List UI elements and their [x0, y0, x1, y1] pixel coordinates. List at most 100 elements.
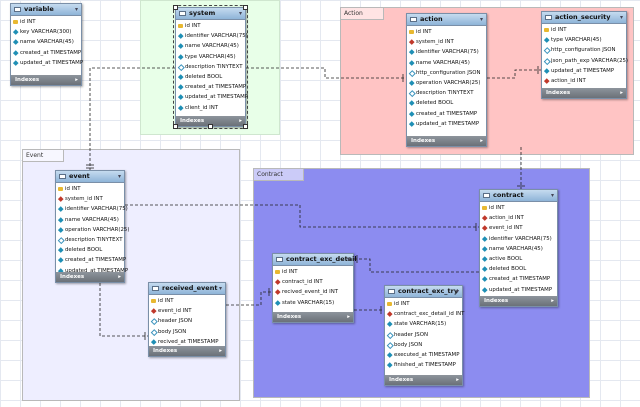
column-row[interactable]: id INT: [480, 203, 557, 213]
indexes-footer[interactable]: Indexes▸: [542, 88, 626, 98]
expand-arrow-icon[interactable]: ▸: [118, 274, 121, 280]
collapse-arrow-icon[interactable]: ▾: [117, 173, 121, 180]
expand-arrow-icon[interactable]: ▸: [239, 118, 242, 124]
column-row[interactable]: type VARCHAR(45): [542, 35, 626, 45]
table-header[interactable]: action_security▾: [542, 12, 626, 24]
resize-handle[interactable]: [173, 5, 178, 10]
table-header[interactable]: event▾: [56, 171, 124, 183]
column-row[interactable]: name VARCHAR(45): [176, 41, 245, 51]
column-row[interactable]: system_id INT: [407, 37, 486, 47]
column-row[interactable]: event_id INT: [480, 223, 557, 233]
expand-arrow-icon[interactable]: ▸: [620, 90, 623, 96]
column-row[interactable]: id INT: [56, 184, 124, 194]
collapse-arrow-icon[interactable]: ▾: [479, 16, 483, 23]
resize-handle[interactable]: [173, 124, 178, 129]
column-row[interactable]: contract_exc_detail_id INT: [385, 309, 464, 319]
indexes-footer[interactable]: Indexes▸: [273, 312, 353, 322]
column-row[interactable]: name VARCHAR(45): [11, 37, 81, 47]
column-row[interactable]: operation VARCHAR(25): [407, 78, 486, 88]
column-row[interactable]: recived_at TIMESTAMP: [149, 337, 225, 347]
column-row[interactable]: id INT: [385, 299, 462, 309]
column-row[interactable]: identifier VARCHAR(75): [176, 31, 248, 41]
column-row[interactable]: active BOOL: [480, 254, 557, 264]
indexes-footer[interactable]: Indexes▸: [385, 375, 462, 385]
column-row[interactable]: id INT: [542, 25, 626, 35]
expand-arrow-icon[interactable]: ▸: [456, 377, 459, 383]
column-row[interactable]: header JSON: [385, 330, 462, 340]
indexes-footer[interactable]: Indexes▸: [56, 272, 124, 282]
column-row[interactable]: identifier VARCHAR(75): [480, 234, 557, 244]
column-row[interactable]: name VARCHAR(45): [56, 215, 124, 225]
expand-arrow-icon[interactable]: ▸: [551, 298, 554, 304]
table-header[interactable]: received_event▾: [149, 283, 225, 295]
column-row[interactable]: name VARCHAR(45): [407, 58, 486, 68]
collapse-arrow-icon[interactable]: ▾: [619, 14, 623, 21]
column-row[interactable]: created_at TIMESTAMP: [56, 255, 126, 265]
table-header[interactable]: contract_exc_try▾: [385, 286, 462, 298]
column-row[interactable]: body JSON: [149, 327, 225, 337]
column-row[interactable]: updated_at TIMESTAMP: [11, 58, 83, 68]
table-contract[interactable]: contract▾ id INT action_id INT event_id …: [479, 189, 558, 307]
expand-arrow-icon[interactable]: ▸: [219, 348, 222, 354]
collapse-arrow-icon[interactable]: ▾: [238, 10, 242, 17]
column-row[interactable]: created_at TIMESTAMP: [480, 274, 557, 284]
column-row[interactable]: updated_at TIMESTAMP: [542, 66, 626, 76]
table-action[interactable]: action▾ id INT system_id INT identifier …: [406, 13, 487, 147]
table-contract-exc-detail[interactable]: contract_exc_detail▾ id INT contract_id …: [272, 253, 357, 323]
column-row[interactable]: operation VARCHAR(25): [56, 225, 129, 235]
column-row[interactable]: id INT: [149, 296, 225, 306]
column-row[interactable]: finished_at TIMESTAMP: [385, 360, 462, 370]
column-row[interactable]: updated_at TIMESTAMP: [56, 266, 128, 276]
column-row[interactable]: updated_at TIMESTAMP: [176, 92, 248, 102]
indexes-footer[interactable]: Indexes▸: [176, 116, 245, 126]
region-event[interactable]: Event: [22, 149, 240, 401]
expand-arrow-icon[interactable]: ▸: [75, 77, 78, 83]
column-row[interactable]: http_configuration JSON: [542, 45, 626, 55]
table-event[interactable]: event▾ id INT system_id INT identifier V…: [55, 170, 129, 283]
expand-arrow-icon[interactable]: ▸: [480, 138, 483, 144]
column-row[interactable]: updated_at TIMESTAMP: [480, 285, 557, 295]
column-row[interactable]: executed_at TIMESTAMP: [385, 350, 462, 360]
collapse-arrow-icon[interactable]: ▾: [455, 288, 459, 295]
collapse-arrow-icon[interactable]: ▾: [346, 256, 350, 263]
column-row[interactable]: description TINYTEXT: [407, 88, 486, 98]
collapse-arrow-icon[interactable]: ▾: [218, 285, 222, 292]
column-row[interactable]: header JSON: [149, 316, 225, 326]
indexes-footer[interactable]: Indexes▸: [480, 296, 557, 306]
resize-handle[interactable]: [243, 5, 248, 10]
column-row[interactable]: state VARCHAR(15): [385, 319, 462, 329]
column-row[interactable]: deleted BOOL: [56, 245, 124, 255]
collapse-arrow-icon[interactable]: ▾: [550, 192, 554, 199]
expand-arrow-icon[interactable]: ▸: [347, 314, 350, 320]
column-row[interactable]: system_id INT: [56, 194, 124, 204]
column-row[interactable]: created_at TIMESTAMP: [11, 48, 81, 58]
table-header[interactable]: action▾: [407, 14, 486, 26]
column-row[interactable]: identifier VARCHAR(75): [407, 47, 486, 57]
column-row[interactable]: description TINYTEXT: [176, 62, 245, 72]
table-header[interactable]: contract_exc_detail▾: [273, 254, 357, 266]
table-header[interactable]: variable▾: [11, 4, 81, 16]
column-row[interactable]: body JSON: [385, 340, 462, 350]
column-row[interactable]: client_id INT: [176, 103, 245, 113]
column-row[interactable]: type VARCHAR(45): [176, 52, 245, 62]
column-row[interactable]: recived_event_id INT: [273, 287, 353, 297]
column-row[interactable]: name VARCHAR(45): [480, 244, 557, 254]
column-row[interactable]: identifier VARCHAR(75): [56, 204, 128, 214]
column-row[interactable]: id INT: [407, 27, 486, 37]
column-row[interactable]: updated_at TIMESTAMP: [407, 119, 486, 129]
table-action-security[interactable]: action_security▾ id INT type VARCHAR(45)…: [541, 11, 628, 99]
column-row[interactable]: id INT: [11, 17, 81, 27]
column-row[interactable]: action_id INT: [480, 213, 557, 223]
column-row[interactable]: deleted BOOL: [480, 264, 557, 274]
indexes-footer[interactable]: Indexes▸: [149, 346, 225, 356]
table-system[interactable]: system▾ id INT identifier VARCHAR(75) na…: [173, 5, 248, 129]
table-header[interactable]: contract▾: [480, 190, 557, 202]
column-row[interactable]: key VARCHAR(300): [11, 27, 81, 37]
resize-handle[interactable]: [243, 124, 248, 129]
table-received-event[interactable]: received_event▾ id INT event_id INT head…: [148, 282, 226, 357]
column-row[interactable]: id INT: [176, 21, 245, 31]
table-contract-exc-try[interactable]: contract_exc_try▾ id INT contract_exc_de…: [384, 285, 464, 386]
table-variable[interactable]: variable▾ id INT key VARCHAR(300) name V…: [10, 3, 83, 86]
column-row[interactable]: action_id INT: [542, 76, 626, 86]
column-row[interactable]: json_path_exp VARCHAR(25): [542, 56, 628, 66]
